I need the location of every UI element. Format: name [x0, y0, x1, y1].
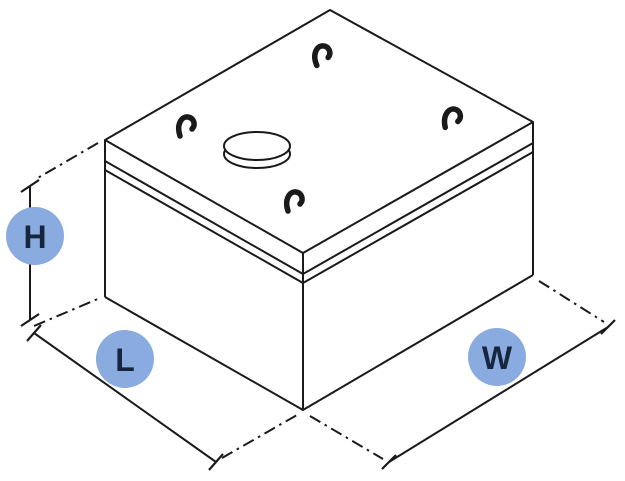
height-badge-circle — [6, 207, 64, 265]
height-tick-top — [20, 179, 40, 193]
width-badge-circle — [468, 328, 526, 386]
width-extension-right — [538, 280, 605, 323]
width-extension-left — [309, 415, 384, 460]
height-tick-bottom — [20, 313, 40, 327]
filler-cap-top — [223, 131, 291, 161]
width-dimension — [309, 280, 616, 470]
length-dimension — [26, 324, 298, 471]
width-badge-label: W — [482, 340, 513, 376]
height-badge: H — [6, 207, 64, 265]
height-extension-bottom — [33, 297, 101, 327]
length-dimension-line — [33, 332, 217, 463]
width-tick-end — [600, 319, 616, 335]
width-tick-start — [381, 454, 397, 470]
width-dimension-line — [388, 326, 609, 463]
dimension-badges: H L W — [6, 207, 526, 388]
filler-cap-icon — [223, 131, 291, 169]
length-extension — [221, 414, 298, 459]
length-badge-label: L — [115, 342, 135, 378]
height-extension-top — [35, 142, 99, 180]
height-badge-label: H — [23, 219, 46, 255]
length-tick-end — [208, 453, 224, 471]
length-badge: L — [96, 330, 154, 388]
length-tick-start — [26, 324, 42, 342]
box-bottom-edges — [104, 274, 534, 411]
length-badge-circle — [96, 330, 154, 388]
width-badge: W — [468, 328, 526, 386]
box-illustration — [104, 9, 534, 411]
